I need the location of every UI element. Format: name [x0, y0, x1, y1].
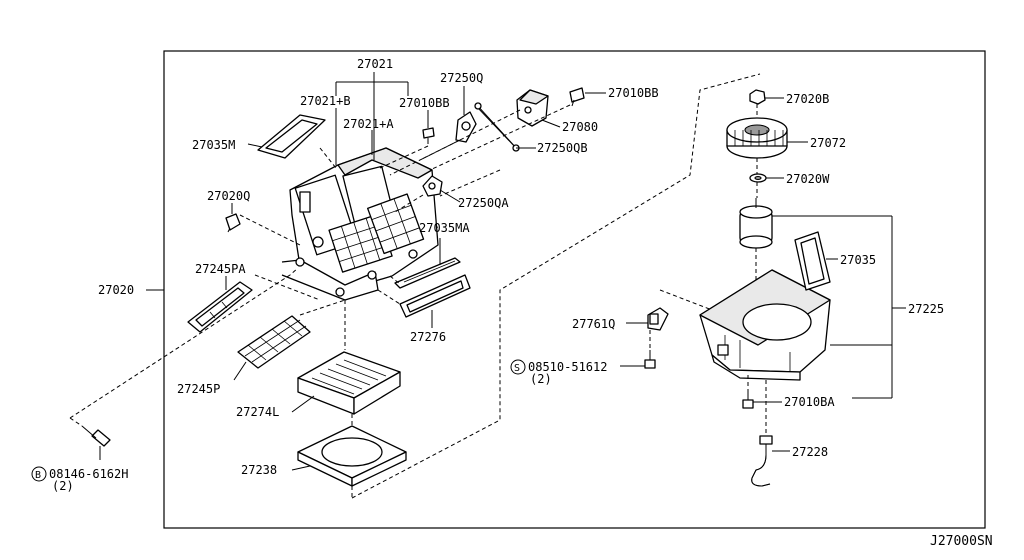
- plate-27245pa-illustration: [187, 281, 253, 333]
- label-27225: 27225: [908, 302, 944, 316]
- diagram-code: J27000SN: [930, 534, 993, 549]
- filter-27274l-illustration: [297, 351, 401, 415]
- actuator-27250q-illustration: [455, 111, 477, 143]
- screw-27010ba-illustration: [742, 390, 754, 409]
- screw-27010bb-left-illustration: [422, 127, 435, 144]
- unit-housing-illustration: [281, 147, 439, 301]
- fitting-27020q-illustration: [225, 213, 241, 233]
- label-27238: 27238: [241, 463, 277, 477]
- label-27250qa: 27250QA: [458, 196, 509, 210]
- label-27228: 27228: [792, 445, 828, 459]
- label-27035: 27035: [840, 253, 876, 267]
- screw-symbol: S: [514, 363, 520, 374]
- bolt-left-symbol: B: [35, 470, 41, 481]
- seal-27035ma-illustration: [394, 257, 461, 289]
- label-27080: 27080: [562, 120, 598, 134]
- clip-27761q-illustration: [647, 307, 669, 331]
- label-27250qb: 27250QB: [537, 141, 588, 155]
- label-27020b: 27020B: [786, 92, 829, 106]
- leader-lines: [99, 72, 906, 471]
- screw-symbol-circle: [510, 359, 526, 375]
- nut-27020b-illustration: [749, 89, 766, 105]
- label-27245p: 27245P: [177, 382, 220, 396]
- label-27035m: 27035M: [192, 138, 235, 152]
- label-27010bb-right: 27010BB: [608, 86, 659, 100]
- blower-housing-illustration: [699, 269, 831, 381]
- gasket-27035m-illustration: [257, 114, 326, 159]
- screw-08510-illustration: [644, 350, 656, 369]
- label-27021: 27021: [357, 57, 393, 71]
- label-08146-qty: (2): [52, 479, 74, 493]
- label-27010bb-left: 27010BB: [399, 96, 450, 110]
- label-27010ba: 27010BA: [784, 395, 835, 409]
- tray-27238-illustration: [297, 425, 407, 487]
- part-labels: 27021 27021+B 27021+A 27250Q 27010BB 270…: [35, 57, 993, 549]
- label-08510-51612: 08510-51612: [528, 360, 607, 374]
- dashed-assembly-lines: [69, 73, 767, 499]
- label-27020w: 27020W: [786, 172, 830, 186]
- label-27072: 27072: [810, 136, 846, 150]
- label-27020: 27020: [98, 283, 134, 297]
- link-rod-27250qb-illustration: [474, 102, 520, 152]
- cover-27276-illustration: [399, 274, 471, 318]
- washer-27020w-illustration: [749, 173, 767, 183]
- drain-hose-27228-illustration: [751, 435, 773, 487]
- label-27276: 27276: [410, 330, 446, 344]
- actuator-motor-27080-illustration: [516, 89, 549, 127]
- label-27035ma: 27035MA: [419, 221, 470, 235]
- label-08146-6162h: 08146-6162H: [49, 467, 128, 481]
- gasket-27035-illustration: [794, 231, 831, 291]
- grille-27245p-illustration: [237, 315, 311, 369]
- label-08510-qty: (2): [530, 372, 552, 386]
- blower-motor-illustration: [739, 198, 773, 249]
- fan-27072-illustration: [726, 117, 788, 159]
- label-27021a: 27021+A: [343, 117, 394, 131]
- actuator-27250qa-illustration: [422, 175, 443, 197]
- bolt-left-symbol-circle: [31, 466, 47, 482]
- label-27761q: 27761Q: [572, 317, 615, 331]
- label-27020q: 27020Q: [207, 189, 250, 203]
- screw-27010bb-right-illustration: [569, 87, 585, 107]
- bolt-08146-illustration: [81, 425, 111, 447]
- label-27274l: 27274L: [236, 405, 279, 419]
- label-27021b: 27021+B: [300, 94, 351, 108]
- label-27245pa: 27245PA: [195, 262, 246, 276]
- label-27250q: 27250Q: [440, 71, 483, 85]
